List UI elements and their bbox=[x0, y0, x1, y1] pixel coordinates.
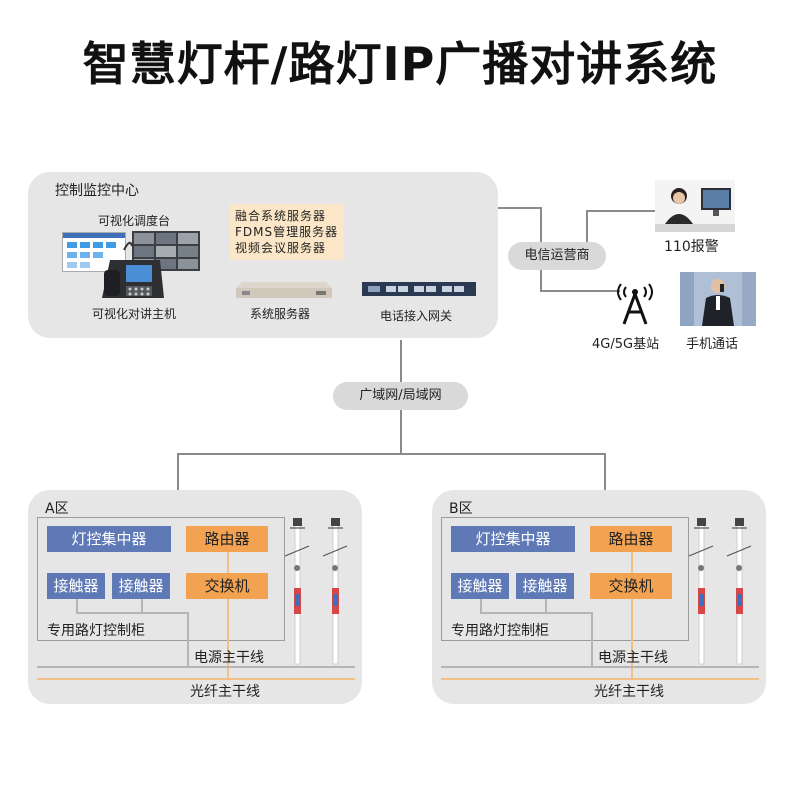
fiber-trunk-label: 光纤主干线 bbox=[594, 684, 664, 700]
mobile-call-label: 手机通话 bbox=[686, 337, 739, 352]
operator-icon bbox=[655, 180, 735, 232]
wire bbox=[545, 599, 547, 613]
zone-b-label: B区 bbox=[449, 501, 473, 517]
wire bbox=[631, 599, 633, 679]
page-title: 智慧灯杆/路灯IP广播对讲系统 bbox=[82, 37, 718, 91]
light-concentrator-box: 灯控集中器 bbox=[451, 526, 575, 552]
wire bbox=[631, 552, 633, 573]
light-concentrator-box: 灯控集中器 bbox=[47, 526, 171, 552]
dispatch-screen-icon bbox=[62, 232, 126, 272]
server-list-item: FDMS管理服务器 bbox=[235, 225, 339, 239]
server-list-item: 视频会议服务器 bbox=[235, 241, 327, 255]
server-icon bbox=[236, 280, 332, 300]
power-trunk-label: 电源主干线 bbox=[598, 650, 668, 666]
wire bbox=[76, 612, 188, 614]
cabinet-label: 专用路灯控制柜 bbox=[451, 623, 549, 639]
router-box: 路由器 bbox=[590, 526, 672, 552]
connector-line bbox=[586, 210, 656, 212]
power-trunk-line bbox=[441, 666, 759, 668]
contactor-box: 接触器 bbox=[112, 573, 170, 599]
control-cabinet-frame bbox=[37, 517, 285, 641]
phone-gateway-label: 电话接入网关 bbox=[380, 309, 453, 323]
wire bbox=[187, 612, 189, 666]
connector-line bbox=[604, 453, 606, 490]
wire bbox=[591, 612, 593, 666]
wire bbox=[480, 612, 592, 614]
cabinet-label: 专用路灯控制柜 bbox=[47, 623, 145, 639]
wire bbox=[141, 599, 143, 613]
contactor-box: 接触器 bbox=[451, 573, 509, 599]
dispatch-console-label: 可视化调度台 bbox=[98, 214, 171, 228]
control-cabinet-frame bbox=[441, 517, 689, 641]
intercom-host-label: 可视化对讲主机 bbox=[92, 307, 177, 321]
power-trunk-label: 电源主干线 bbox=[194, 650, 264, 666]
alarm-110-label: 110报警 bbox=[664, 239, 719, 255]
wire bbox=[227, 599, 229, 679]
mobile-caller-icon bbox=[680, 272, 756, 326]
fiber-trunk-line bbox=[441, 678, 759, 680]
contactor-box: 接触器 bbox=[516, 573, 574, 599]
switch-box: 交换机 bbox=[590, 573, 672, 599]
intercom-phone-icon bbox=[96, 240, 166, 302]
connector-line bbox=[177, 453, 179, 490]
telecom-operator: 电信运营商 bbox=[508, 242, 606, 270]
switch-box: 交换机 bbox=[186, 573, 268, 599]
connector-line bbox=[540, 290, 620, 292]
network-pill: 广域网/局域网 bbox=[333, 382, 468, 410]
zone-a-label: A区 bbox=[45, 501, 69, 517]
server-list-item: 融合系统服务器 bbox=[235, 209, 327, 223]
smart-pole-icon bbox=[688, 516, 763, 666]
base-station-label: 4G/5G基站 bbox=[592, 337, 660, 352]
tower-icon bbox=[612, 276, 658, 326]
fiber-trunk-label: 光纤主干线 bbox=[190, 684, 260, 700]
server-list: 融合系统服务器 FDMS管理服务器 视频会议服务器 bbox=[229, 204, 345, 260]
wire bbox=[227, 552, 229, 573]
wire bbox=[480, 599, 482, 613]
system-server-label: 系统服务器 bbox=[250, 307, 311, 321]
router-box: 路由器 bbox=[186, 526, 268, 552]
connector-line bbox=[586, 210, 588, 246]
wire bbox=[76, 599, 78, 613]
smart-pole-icon bbox=[284, 516, 359, 666]
connector-line bbox=[177, 453, 605, 455]
contactor-box: 接触器 bbox=[47, 573, 105, 599]
fiber-trunk-line bbox=[37, 678, 355, 680]
power-trunk-line bbox=[37, 666, 355, 668]
control-center-label: 控制监控中心 bbox=[55, 183, 139, 199]
gateway-icon bbox=[362, 280, 476, 298]
